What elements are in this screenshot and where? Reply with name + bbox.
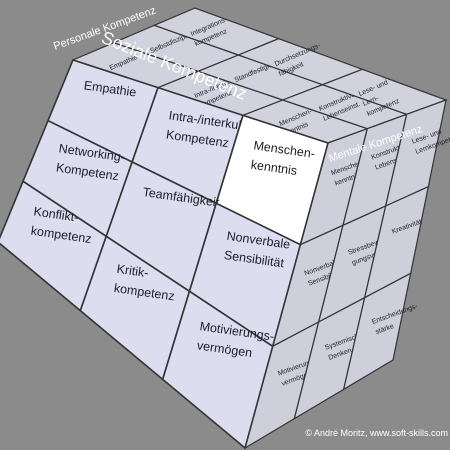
right-face: Menschen-kenntnisKonstruktiveLebenseinst… — [244, 99, 450, 450]
top-face: EmpathieSelbstdisziplinIntegrations-komp… — [71, 7, 448, 144]
copyright-notice: © André Moritz, www.soft-skills.com — [305, 428, 448, 438]
right-face-cell — [342, 272, 412, 391]
front-face-cell — [161, 290, 274, 450]
